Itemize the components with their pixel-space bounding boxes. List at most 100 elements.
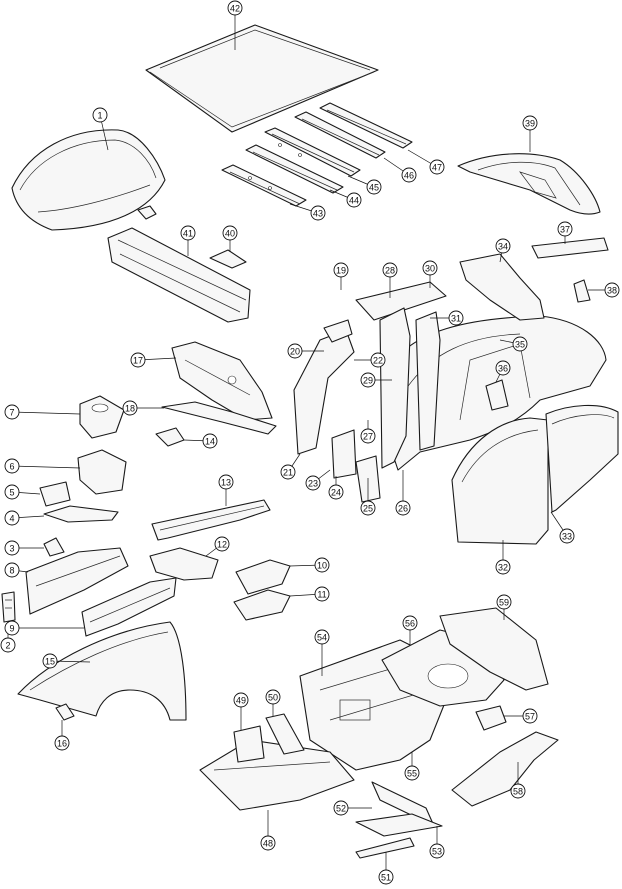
callout-label-36: 36 — [498, 364, 508, 374]
callout-label-12: 12 — [217, 540, 227, 550]
callout-label-51: 51 — [381, 873, 391, 883]
callout-circle-47 — [429, 159, 445, 175]
callout-label-34: 34 — [498, 242, 508, 252]
callout-label-2: 2 — [5, 641, 10, 651]
callout-50: 50 — [265, 689, 281, 716]
callout-label-28: 28 — [385, 266, 395, 276]
callout-circle-28 — [382, 262, 398, 278]
callout-circle-8 — [4, 562, 20, 578]
callout-11: 11 — [289, 586, 330, 602]
callout-12: 12 — [205, 536, 230, 557]
callout-circle-41 — [180, 225, 196, 241]
front-door — [451, 417, 549, 545]
callout-circle-11 — [314, 586, 330, 602]
callout-circle-16 — [54, 735, 70, 751]
callout-label-45: 45 — [369, 183, 379, 193]
callout-9: 9 — [4, 620, 84, 636]
callout-32: 32 — [495, 540, 511, 575]
callout-circle-38 — [604, 282, 620, 298]
callout-label-40: 40 — [225, 229, 235, 239]
floor-crossmembers — [199, 713, 443, 859]
callout-59: 59 — [496, 594, 512, 620]
callout-label-33: 33 — [562, 532, 572, 542]
callout-36: 36 — [495, 360, 511, 383]
callout-circle-30 — [422, 260, 438, 276]
callout-circle-55 — [404, 765, 420, 781]
callout-label-10: 10 — [317, 561, 327, 571]
callout-circle-17 — [130, 352, 146, 368]
callout-label-50: 50 — [268, 693, 278, 703]
roof-rails — [221, 102, 413, 207]
callout-15: 15 — [42, 653, 91, 669]
callout-circle-45 — [366, 179, 382, 195]
callout-label-35: 35 — [515, 340, 525, 350]
callout-27: 27 — [360, 420, 376, 444]
callout-circle-37 — [557, 221, 573, 237]
callout-21: 21 — [280, 453, 301, 480]
callout-44: 44 — [329, 189, 362, 208]
callout-circle-33 — [559, 528, 575, 544]
callout-23: 23 — [305, 469, 331, 491]
callout-label-21: 21 — [283, 468, 293, 478]
callout-28: 28 — [382, 262, 398, 298]
callout-41: 41 — [180, 225, 196, 256]
callout-label-43: 43 — [313, 209, 323, 219]
callout-label-30: 30 — [425, 264, 435, 274]
callout-circle-39 — [522, 115, 538, 131]
callout-10: 10 — [289, 557, 330, 573]
callout-label-1: 1 — [97, 111, 102, 121]
callout-22: 22 — [354, 352, 386, 368]
callout-label-4: 4 — [9, 514, 14, 524]
callout-circle-25 — [360, 500, 376, 516]
callout-circle-3 — [4, 540, 20, 556]
callout-49: 49 — [233, 692, 249, 730]
apron-bracket — [149, 547, 219, 581]
callout-circle-32 — [495, 559, 511, 575]
callout-label-20: 20 — [290, 347, 300, 357]
callout-label-54: 54 — [317, 633, 327, 643]
callout-circle-57 — [522, 708, 538, 724]
callout-51: 51 — [378, 852, 394, 885]
callout-19: 19 — [333, 262, 349, 290]
callout-56: 56 — [402, 615, 418, 645]
callout-circle-50 — [265, 689, 281, 705]
callout-label-31: 31 — [451, 314, 461, 324]
callout-circle-6 — [4, 458, 20, 474]
callout-circle-34 — [495, 238, 511, 254]
callout-circle-12 — [214, 536, 230, 552]
callout-39: 39 — [522, 115, 538, 152]
callout-label-17: 17 — [133, 356, 143, 366]
callout-label-8: 8 — [9, 566, 14, 576]
callout-circle-51 — [378, 869, 394, 885]
callout-label-26: 26 — [398, 504, 408, 514]
callout-circle-56 — [402, 615, 418, 631]
callout-circle-22 — [370, 352, 386, 368]
callout-38: 38 — [588, 282, 620, 298]
callout-label-49: 49 — [236, 696, 246, 706]
callout-26: 26 — [395, 470, 411, 516]
callout-circle-35 — [512, 336, 528, 352]
callout-label-6: 6 — [9, 462, 14, 472]
callout-1: 1 — [92, 107, 109, 151]
callout-55: 55 — [404, 752, 420, 781]
callout-circle-31 — [448, 310, 464, 326]
front-shock-towers — [39, 395, 127, 507]
callout-circle-52 — [333, 800, 349, 816]
callout-circle-24 — [328, 484, 344, 500]
callout-leader-7 — [11, 411, 81, 415]
callout-label-42: 42 — [230, 4, 240, 14]
callout-circle-14 — [202, 433, 218, 449]
callout-18: 18 — [122, 400, 164, 416]
callout-16: 16 — [54, 720, 70, 751]
callout-47: 47 — [407, 149, 445, 175]
callout-33: 33 — [550, 511, 575, 544]
callout-label-22: 22 — [373, 356, 383, 366]
callout-circle-1 — [92, 107, 108, 123]
callout-label-38: 38 — [607, 286, 617, 296]
callout-label-44: 44 — [349, 196, 359, 206]
callout-label-47: 47 — [432, 163, 442, 173]
callout-label-3: 3 — [9, 544, 14, 554]
callout-circle-5 — [4, 484, 20, 500]
